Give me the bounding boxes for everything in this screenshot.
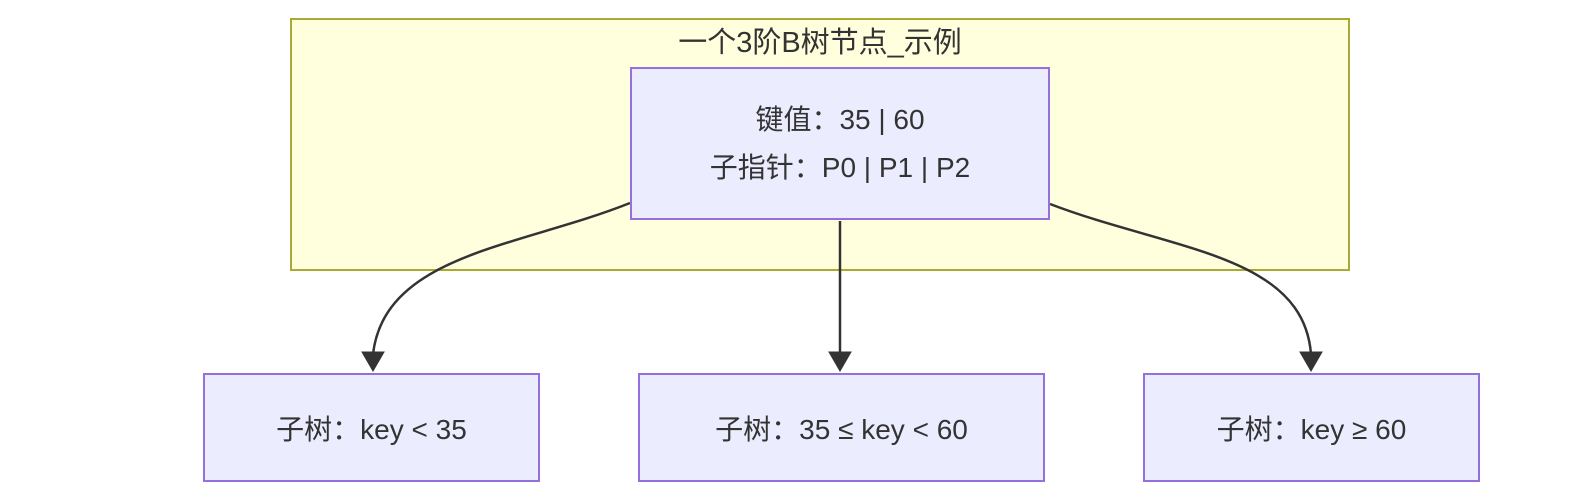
child-node-middle-label: 子树：35 ≤ key < 60 xyxy=(715,413,968,445)
arrowhead-left xyxy=(361,351,385,372)
child-node-middle: 子树：35 ≤ key < 60 xyxy=(638,373,1045,482)
root-node: 键值：35 | 60 子指针：P0 | P1 | P2 xyxy=(630,67,1050,220)
subgraph-title: 一个3阶B树节点_示例 xyxy=(678,27,962,59)
arrowhead-middle xyxy=(828,351,852,372)
child-node-right-label: 子树：key ≥ 60 xyxy=(1216,413,1407,445)
arrowhead-right xyxy=(1299,351,1323,372)
root-node-pointers: 子指针：P0 | P1 | P2 xyxy=(709,151,971,183)
child-node-left-label: 子树：key < 35 xyxy=(276,413,467,445)
child-node-left: 子树：key < 35 xyxy=(203,373,540,482)
child-node-right: 子树：key ≥ 60 xyxy=(1143,373,1480,482)
root-node-keys: 键值：35 | 60 xyxy=(755,103,925,135)
